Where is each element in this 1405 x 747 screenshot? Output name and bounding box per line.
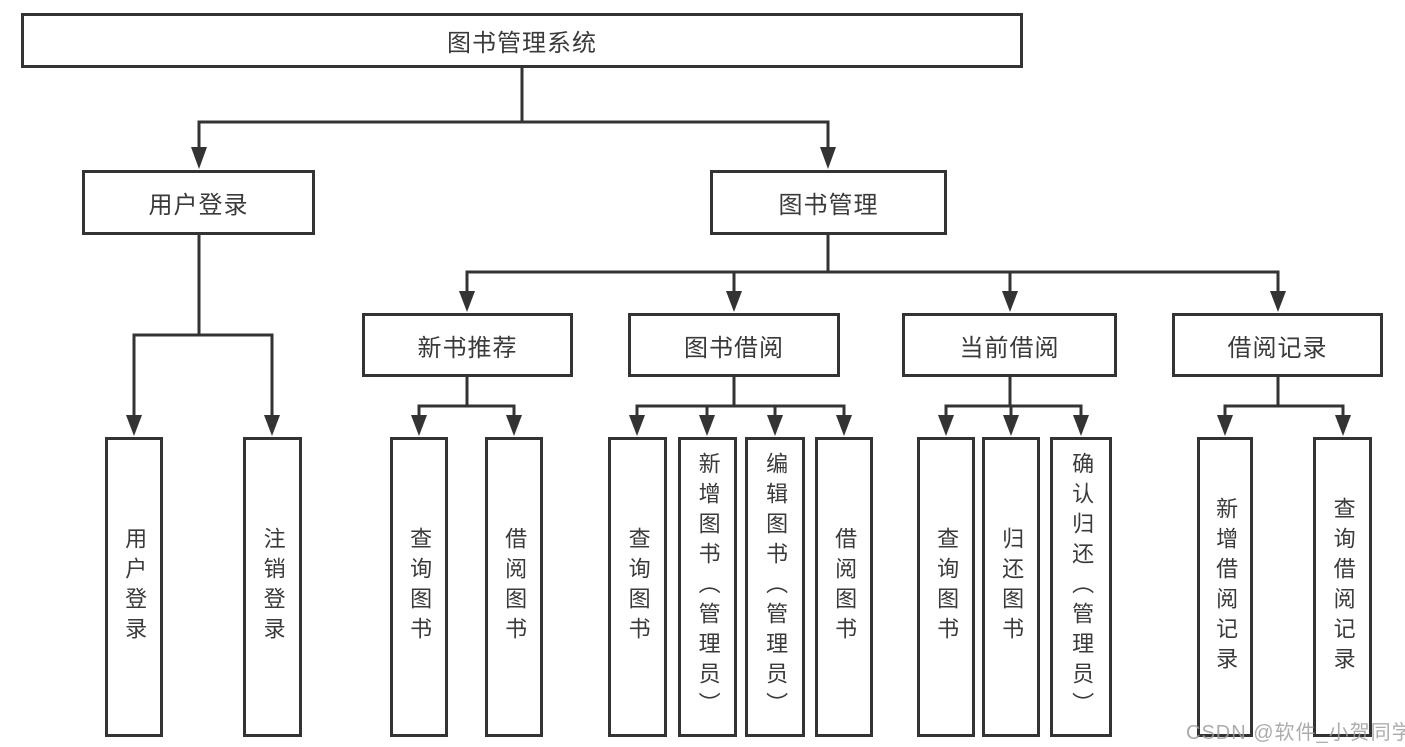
leaf-borrow-books: 借阅图书 xyxy=(485,437,543,737)
leaf-borrow-books: 借阅图书 xyxy=(815,437,873,737)
leaf-logout-label: 注销登录 xyxy=(260,527,286,647)
csdn-watermark: CSDN @软件_小贺同学 xyxy=(1186,722,1405,744)
node-new-book-recommend-label: 新书推荐 xyxy=(417,334,518,362)
node-current-borrow: 当前借阅 xyxy=(902,313,1117,377)
leaf-query-books: 查询图书 xyxy=(390,437,448,737)
leaf-add-books-admin: 新增图书（管理员） xyxy=(678,437,737,737)
leaf-confirm-return-admin: 确认归还（管理员） xyxy=(1050,437,1112,737)
node-book-management-label: 图书管理 xyxy=(778,192,879,219)
leaf-user-login: 用户登录 xyxy=(105,437,163,737)
node-borrow-record-label: 借阅记录 xyxy=(1227,334,1328,362)
leaf-confirm-return-admin-label: 确认归还（管理员） xyxy=(1069,452,1095,722)
leaf-add-books-admin-label: 新增图书（管理员） xyxy=(695,452,721,722)
leaf-query-books-label: 查询图书 xyxy=(934,527,960,647)
leaf-add-borrow-record-label: 新增借阅记录 xyxy=(1213,497,1239,677)
node-user-login-label: 用户登录 xyxy=(148,192,249,219)
node-new-book-recommend: 新书推荐 xyxy=(362,313,573,377)
node-book-borrow: 图书借阅 xyxy=(628,313,840,377)
leaf-query-books-label: 查询图书 xyxy=(625,527,651,647)
leaf-return-books: 归还图书 xyxy=(982,437,1040,737)
leaf-query-books-label: 查询图书 xyxy=(407,527,433,647)
leaf-add-borrow-record: 新增借阅记录 xyxy=(1197,437,1253,737)
leaf-logout: 注销登录 xyxy=(243,437,302,737)
node-book-management: 图书管理 xyxy=(710,170,947,235)
node-book-borrow-label: 图书借阅 xyxy=(684,334,784,362)
node-borrow-record: 借阅记录 xyxy=(1172,313,1383,377)
leaf-borrow-books-label: 借阅图书 xyxy=(832,527,858,647)
leaf-query-books: 查询图书 xyxy=(917,437,975,737)
leaf-query-borrow-record-label: 查询借阅记录 xyxy=(1330,497,1356,677)
leaf-edit-books-admin-label: 编辑图书（管理员） xyxy=(763,452,789,722)
leaf-edit-books-admin: 编辑图书（管理员） xyxy=(745,437,805,737)
connector-paths xyxy=(132,66,1345,418)
leaf-return-books-label: 归还图书 xyxy=(999,527,1025,647)
node-user-login: 用户登录 xyxy=(82,170,315,235)
node-root-system: 图书管理系统 xyxy=(21,13,1023,68)
node-current-borrow-label: 当前借阅 xyxy=(959,334,1060,362)
leaf-borrow-books-label: 借阅图书 xyxy=(502,527,528,647)
arrowheads xyxy=(126,147,1351,436)
leaf-query-borrow-record: 查询借阅记录 xyxy=(1313,437,1372,737)
leaf-query-books: 查询图书 xyxy=(608,437,667,737)
leaf-user-login-label: 用户登录 xyxy=(122,527,148,647)
node-root-label: 图书管理系统 xyxy=(447,30,597,57)
